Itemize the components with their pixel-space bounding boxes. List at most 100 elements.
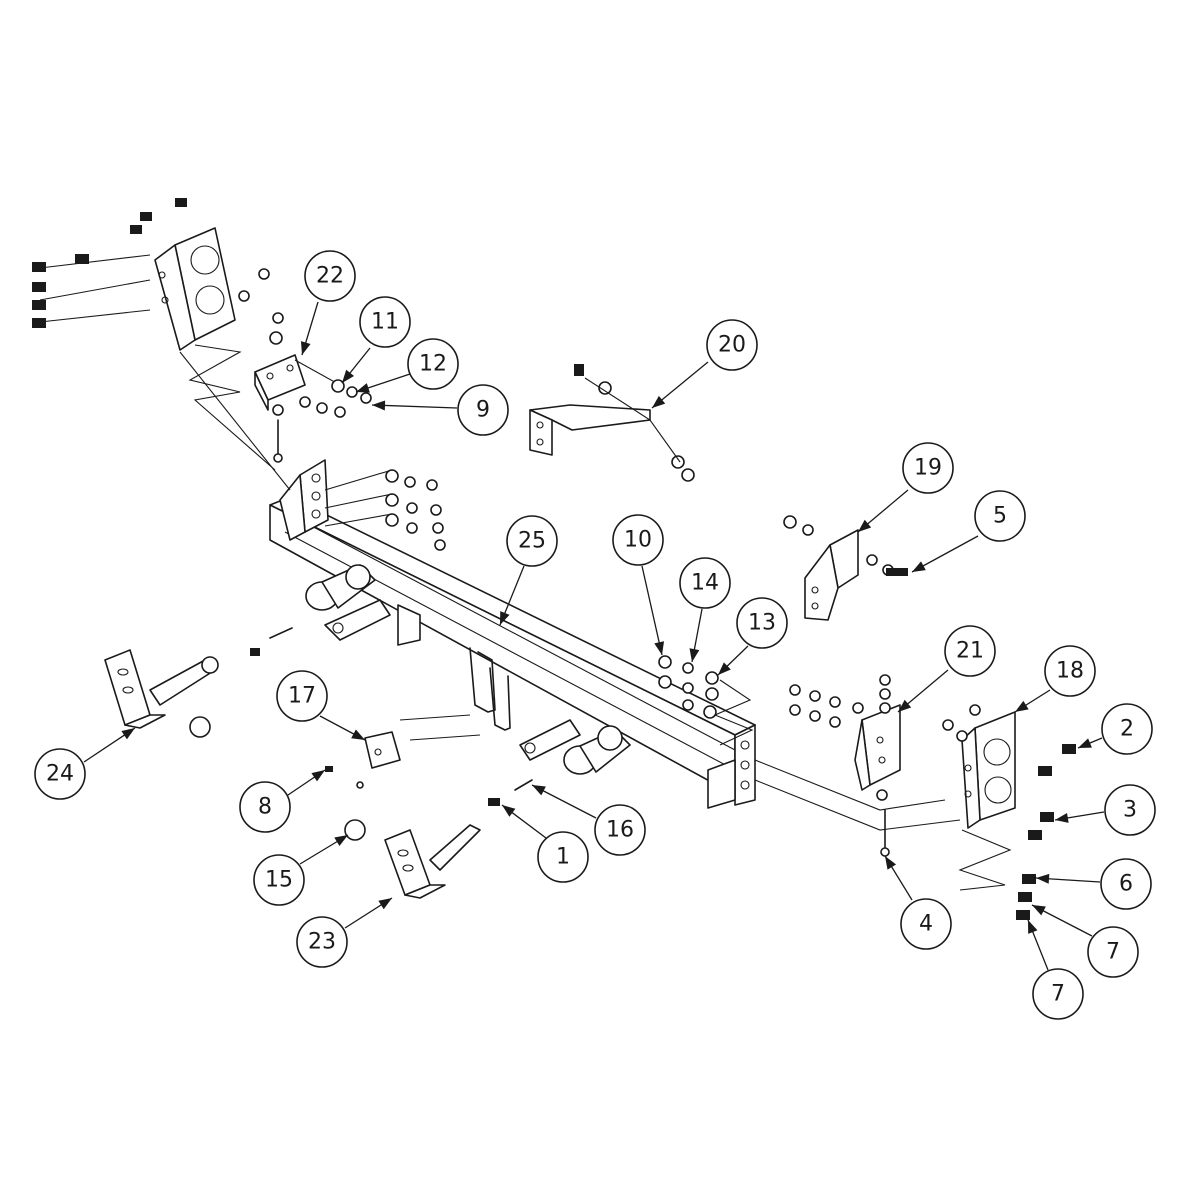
callout-c25: 25 (499, 515, 558, 626)
callout-number: 7 (1106, 940, 1120, 965)
arrow-head-icon (1028, 920, 1038, 934)
callout-c16: 16 (531, 784, 646, 856)
leader-line (371, 404, 458, 409)
callout-balloon (457, 384, 509, 436)
arrow-head-icon (356, 383, 370, 393)
callout-c21: 21 (897, 625, 996, 713)
left-mount-plate (39, 227, 291, 491)
callout-c5: 5 (911, 490, 1026, 573)
arrow-head-icon (502, 805, 516, 817)
callout-c18: 18 (1014, 645, 1096, 713)
arrow-head-icon (378, 898, 392, 910)
arrow-head-icon (1036, 873, 1050, 884)
callout-balloon (296, 916, 348, 968)
callout-balloon (679, 557, 731, 609)
arrow-head-icon (1015, 700, 1029, 712)
arrow-head-icon (654, 641, 665, 655)
callout-balloon (276, 670, 328, 722)
callout-balloon (900, 898, 952, 950)
arrow-head-icon (718, 662, 731, 675)
arrow-head-icon (1055, 812, 1069, 823)
callout-balloon (34, 748, 86, 800)
callout-c12: 12 (355, 338, 459, 393)
arrow-head-icon (898, 699, 912, 712)
callout-balloon (1101, 703, 1153, 755)
bracket-22 (254, 354, 341, 463)
callout-balloon (594, 804, 646, 856)
callout-number: 19 (914, 456, 942, 481)
arrow-head-icon (1032, 905, 1046, 916)
callout-number: 3 (1123, 798, 1137, 823)
callout-number: 16 (606, 818, 634, 843)
arrow-head-icon (121, 728, 135, 740)
callout-balloon (537, 831, 589, 883)
cable-bracket-17 (325, 714, 481, 789)
callout-balloon (304, 250, 356, 302)
arrow-head-icon (372, 400, 386, 411)
callout-balloon (1044, 645, 1096, 697)
callout-balloon (359, 296, 411, 348)
arrow-head-icon (500, 611, 510, 625)
arrow-head-icon (912, 561, 926, 572)
callout-number: 24 (46, 762, 74, 787)
receiver-23 (344, 779, 533, 899)
callout-number: 11 (371, 310, 399, 335)
callout-number: 5 (993, 504, 1007, 529)
callout-c4: 4 (884, 855, 952, 950)
callout-number: 15 (265, 868, 293, 893)
callout-c17: 17 (276, 670, 366, 741)
callout-balloon (1100, 858, 1152, 910)
left-bolts (32, 198, 284, 345)
bracket-21 (789, 674, 901, 857)
callout-number: 21 (956, 639, 984, 664)
callout-c7a: 7 (1031, 904, 1139, 978)
callout-balloon (253, 854, 305, 906)
callout-c23: 23 (296, 897, 393, 968)
fasteners-9-11-12 (299, 379, 372, 418)
callout-number: 2 (1120, 717, 1134, 742)
fasteners-10-13-14 (658, 655, 754, 746)
callout-c14: 14 (679, 557, 731, 663)
callout-balloon (902, 442, 954, 494)
receiver-24 (104, 627, 293, 738)
callout-c20: 20 (651, 319, 758, 409)
callout-c8: 8 (239, 769, 326, 833)
callout-number: 6 (1119, 872, 1133, 897)
left-mid-fasteners (324, 469, 446, 551)
callout-balloon (736, 597, 788, 649)
callout-c19: 19 (857, 442, 954, 533)
arrow-head-icon (342, 369, 355, 383)
callout-number: 20 (718, 333, 746, 358)
callout-c2: 2 (1077, 703, 1153, 755)
callout-balloon (612, 514, 664, 566)
callout-number: 14 (691, 571, 719, 596)
callout-c3: 3 (1054, 784, 1156, 836)
callout-balloon (1104, 784, 1156, 836)
leader-line (641, 565, 663, 656)
callout-balloon (974, 490, 1026, 542)
callout-balloon (944, 625, 996, 677)
callout-balloon (239, 781, 291, 833)
callout-number: 13 (748, 611, 776, 636)
arrow-head-icon (300, 341, 311, 355)
callout-c24: 24 (34, 727, 136, 800)
arrow-head-icon (689, 648, 700, 662)
arrow-head-icon (652, 395, 666, 408)
callout-c22: 22 (300, 250, 356, 356)
arrow-head-icon (351, 729, 365, 740)
callout-c11: 11 (341, 296, 411, 384)
callout-number: 25 (518, 529, 546, 554)
arrow-head-icon (311, 770, 325, 782)
arrow-head-icon (858, 519, 872, 532)
arrow-head-icon (885, 856, 897, 870)
arrow-head-icon (334, 835, 348, 847)
callout-c13: 13 (717, 597, 788, 676)
callout-number: 22 (316, 264, 344, 289)
callout-number: 18 (1056, 659, 1084, 684)
callout-number: 23 (308, 930, 336, 955)
callout-balloon (506, 515, 558, 567)
arrow-head-icon (1078, 738, 1092, 748)
callout-number: 10 (624, 528, 652, 553)
